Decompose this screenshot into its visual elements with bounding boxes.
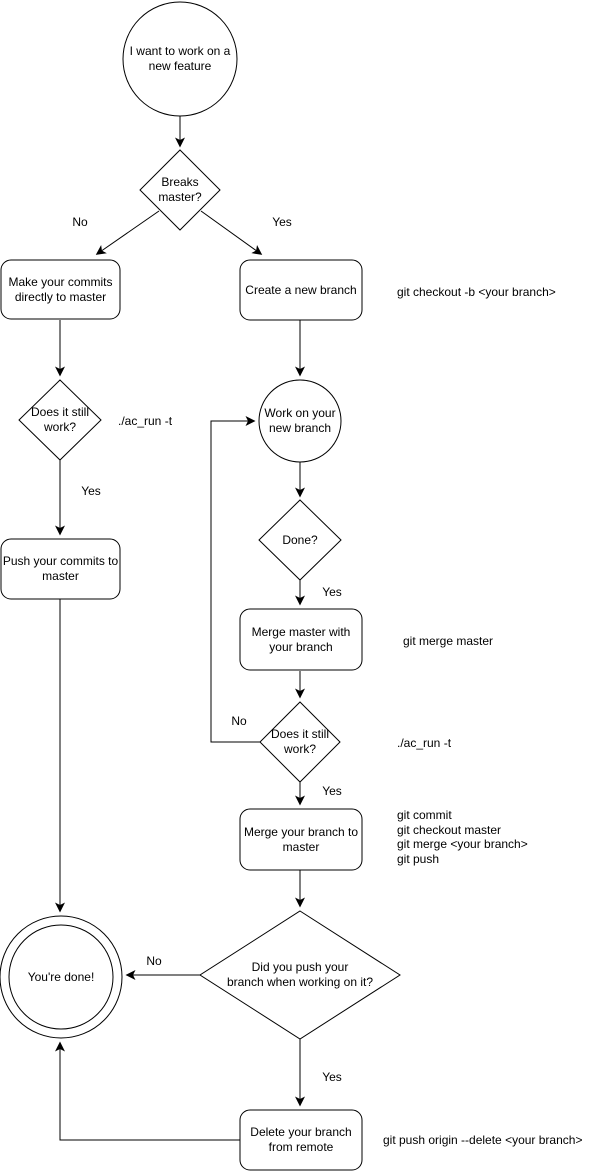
edge-label-no-loop: No — [231, 714, 247, 728]
make-commits-label: Make your commits directly to master — [8, 274, 113, 304]
make-commits-box — [0, 259, 121, 320]
start-node-shape — [122, 1, 238, 117]
annotation-merge-master-cmd: git merge master — [403, 634, 494, 648]
done-diamond — [258, 499, 342, 581]
push-commits-box — [0, 538, 121, 600]
edge-label-yes-top: Yes — [272, 215, 292, 229]
edge-label-yes-done: Yes — [322, 585, 342, 599]
node-shapes — [0, 1, 401, 1171]
annotation-ac-run-right: ./ac_run -t — [397, 736, 452, 750]
create-branch-box — [239, 259, 363, 321]
work-branch-circle — [258, 379, 342, 463]
youre-done-label: You're done! — [27, 969, 95, 984]
still-work-right-label: Does it still work? — [270, 727, 329, 756]
done-q-label: Done? — [282, 532, 318, 547]
edge-label-no-push: No — [146, 954, 162, 968]
edge-label-no-top: No — [72, 215, 88, 229]
edge-breaks-no — [95, 210, 160, 255]
edge-stillq-no-loop — [210, 416, 260, 743]
still-work-left-label: Does it still work? — [30, 405, 89, 434]
youre-done-inner-circle — [8, 924, 114, 1030]
edges — [55, 116, 305, 1141]
edge-breaks-yes — [200, 210, 263, 255]
merge-master-box — [239, 608, 363, 671]
edge-label-yes-left: Yes — [81, 484, 101, 498]
start-node-label: I want to work on a new feature — [129, 44, 231, 73]
annotation-checkout-cmd: git checkout -b <your branch> — [397, 285, 556, 299]
did-push-label: Did you push your branch when working on… — [226, 960, 374, 989]
work-branch-label: Work on your new branch — [264, 406, 336, 435]
create-branch-label: Create a new branch — [245, 282, 357, 297]
delete-branch-box — [239, 1109, 363, 1171]
delete-branch-label: Delete your branch from remote — [250, 1125, 352, 1154]
push-commits-label: Push your commits to master — [2, 554, 119, 583]
breaks-master-diamond — [139, 149, 221, 231]
still-work-left-diamond — [18, 379, 102, 461]
edge-delete-to-done — [55, 1041, 240, 1141]
annotation-delete-cmd: git push origin --delete <your branch> — [383, 1133, 583, 1147]
edge-label-yes-push: Yes — [322, 1070, 342, 1084]
merge-branch-label: Merge your branch to master — [243, 824, 359, 854]
annotation-merge-branch-cmds: git commit git checkout master git merge… — [397, 808, 528, 866]
still-work-right-diamond — [259, 701, 341, 783]
breaks-master-label: Breaks master? — [158, 175, 202, 204]
merge-branch-box — [239, 808, 363, 871]
annotation-ac-run-left: ./ac_run -t — [118, 414, 173, 428]
edge-label-yes-work: Yes — [322, 784, 342, 798]
did-push-diamond — [199, 910, 401, 1040]
merge-master-label: Merge master with your branch — [251, 624, 351, 654]
